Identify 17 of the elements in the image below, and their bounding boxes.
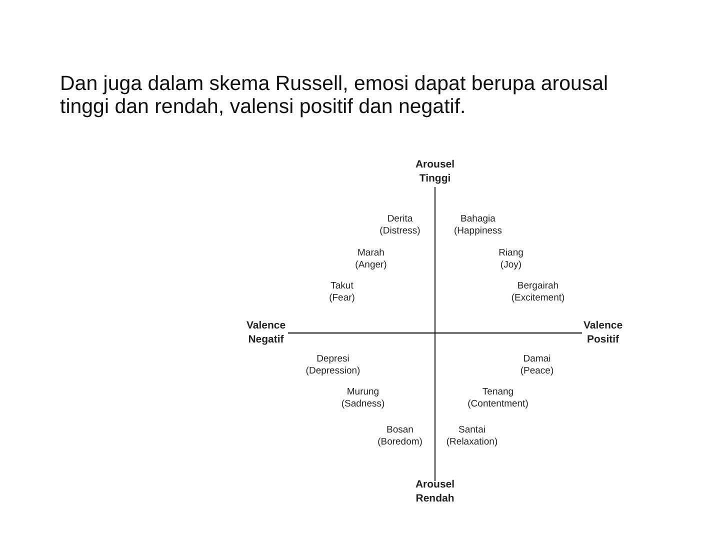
emotion-label: Derita (Distress) (380, 214, 420, 238)
emotion-label: Murung (Sadness) (341, 386, 385, 412)
emotion-label: Tenang (Contentment) (468, 386, 528, 412)
emotion-label: Damai (Peace) (520, 354, 554, 378)
emotion-label: Bosan (Boredom) (378, 424, 422, 450)
slide-title: Dan juga dalam skema Russell, emosi dapat berupa arousal tinggi dan rendah, valensi positif dan negatif. (60, 72, 610, 118)
emotion-label: Bahagia (Happiness (454, 214, 502, 238)
axis-label: Valence Positif (583, 319, 623, 347)
emotion-label: Marah (Anger) (355, 248, 387, 272)
emotion-label: Bergairah (Excitement) (511, 280, 565, 306)
emotion-label: Takut (Fear) (329, 280, 355, 306)
emotion-label: Depresi (Depression) (306, 354, 360, 378)
axis-label: Arousel Rendah (415, 478, 455, 506)
axis-label: Valence Negatif (246, 319, 286, 347)
emotion-label: Santai (Relaxation) (446, 424, 498, 450)
axis-label: Arousel Tinggi (415, 158, 455, 186)
emotion-label: Riang (Joy) (498, 248, 524, 272)
